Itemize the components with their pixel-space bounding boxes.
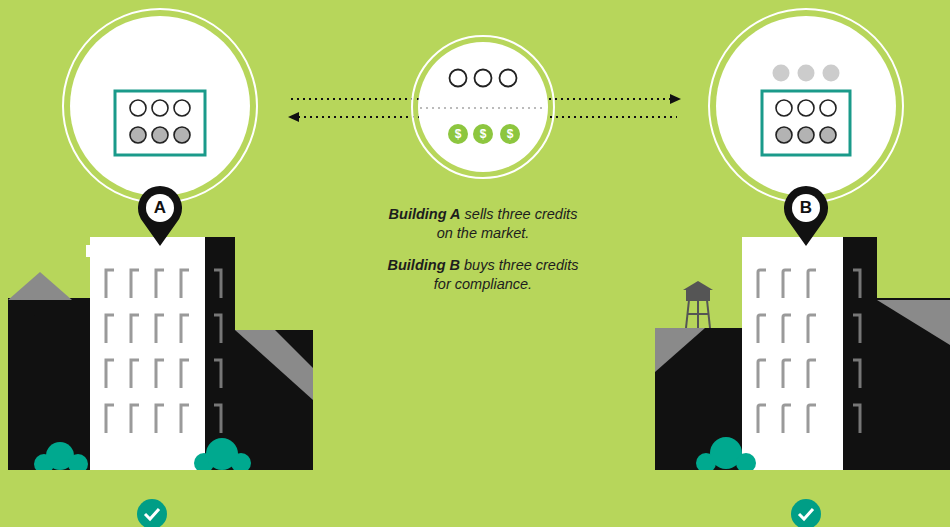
building [8,298,92,470]
arrow-head [288,112,299,122]
tank-roof [683,281,713,290]
location-pin: A [138,186,182,248]
water-tower [686,300,710,328]
check-mark [799,509,813,519]
roof [8,272,72,300]
water-tank [686,289,710,301]
building-tower [742,237,843,470]
roof-shadow [20,300,62,345]
windows [214,270,221,433]
ground [640,470,950,480]
pin-letter: A [138,186,182,230]
dollar-coin: $ [500,124,520,144]
dollar-sign: $ [500,124,520,144]
credit-circle [716,16,896,196]
arrow-head [670,94,681,104]
building-cap [86,245,94,257]
credit-token [174,127,190,143]
credit-token [776,127,792,143]
dollar-coin: $ [448,124,468,144]
dollar-sign: $ [473,124,493,144]
credit-token [130,127,146,143]
credit-token [152,100,168,116]
credit-token [823,65,840,82]
credit-token [130,100,146,116]
dollar-sign: $ [448,124,468,144]
credit-token [798,127,814,143]
windows [853,270,860,433]
credit-box [762,91,850,155]
windows [106,270,189,433]
bush [696,437,756,473]
check-mark [145,509,159,519]
circle-ring [63,9,257,203]
credit-token [475,70,492,87]
dotted-line [420,107,546,109]
roof [877,300,950,345]
check-badge [137,499,167,527]
building [655,328,745,470]
credit-token [773,65,790,82]
building-side [843,237,877,470]
location-pin: B [784,186,828,248]
credit-token [798,65,815,82]
credit-token [500,70,517,87]
trade-circle [418,42,548,172]
bush [34,438,251,474]
circle-ring [412,36,554,178]
credit-circle [70,16,250,196]
credit-token [450,70,467,87]
building [235,330,313,470]
roof [235,330,313,400]
check-badge [791,499,821,527]
building-tower [90,237,205,470]
credit-token [152,127,168,143]
credit-token [174,100,190,116]
credit-token [798,100,814,116]
credit-token [820,127,836,143]
windows [758,270,816,433]
building-name: Building A [389,206,461,222]
building [877,298,950,470]
pin-shape [784,186,828,246]
building-side [205,237,235,470]
credit-token [776,100,792,116]
tower-brace [688,313,708,315]
pin-letter: B [784,186,828,230]
ground [0,470,320,480]
dollar-coin: $ [473,124,493,144]
roof [655,328,705,372]
credit-token [820,100,836,116]
building-name: Building B [388,257,461,273]
caption: Building Asells three credits on the mar… [383,205,583,243]
caption: Building Bbuys three credits for complia… [383,256,583,294]
circle-ring [709,9,903,203]
credit-box [115,91,205,155]
pin-shape [138,186,182,246]
